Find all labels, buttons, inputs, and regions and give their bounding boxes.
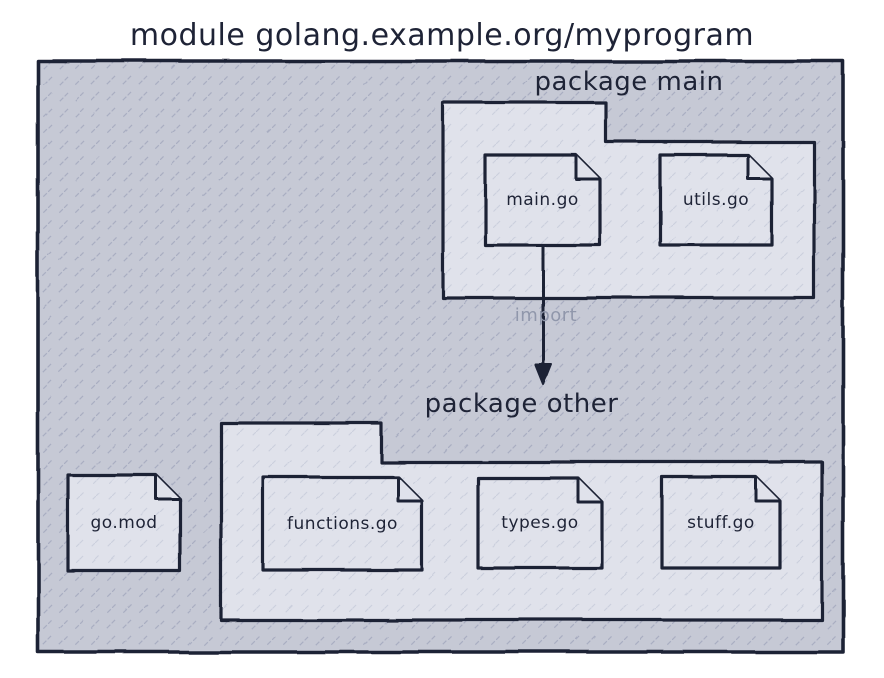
dogear-corner-icon <box>576 478 602 504</box>
import-edge-label: import <box>514 304 578 326</box>
file-icon-functions-go <box>261 475 424 572</box>
import-arrow <box>534 244 552 385</box>
package-main-folder-shape <box>441 101 816 300</box>
dogear-corner-icon <box>574 155 600 181</box>
file-icon-utils-go <box>658 153 774 247</box>
dogear-corner-icon <box>754 477 780 503</box>
file-icon-go-mod <box>66 473 182 573</box>
package-main-label: package main <box>534 67 724 97</box>
dogear-corner-icon <box>396 477 422 503</box>
file-label-go-mod: go.mod <box>90 513 158 533</box>
file-label-types-go: types.go <box>501 513 579 533</box>
package-other-label: package other <box>424 389 619 419</box>
dogear-corner-icon <box>154 475 180 501</box>
file-label-functions-go: functions.go <box>287 513 398 534</box>
down-arrow-head-icon <box>534 363 552 385</box>
file-icon-types-go <box>476 476 604 570</box>
file-label-utils-go: utils.go <box>682 190 750 210</box>
file-icon-main-go <box>483 153 602 247</box>
file-label-main-go: main.go <box>506 190 579 210</box>
file-label-stuff-go: stuff.go <box>687 512 755 533</box>
diagram-title: module golang.example.org/myprogram <box>129 17 755 53</box>
file-icon-stuff-go <box>660 475 782 570</box>
dogear-corner-icon <box>746 155 772 181</box>
